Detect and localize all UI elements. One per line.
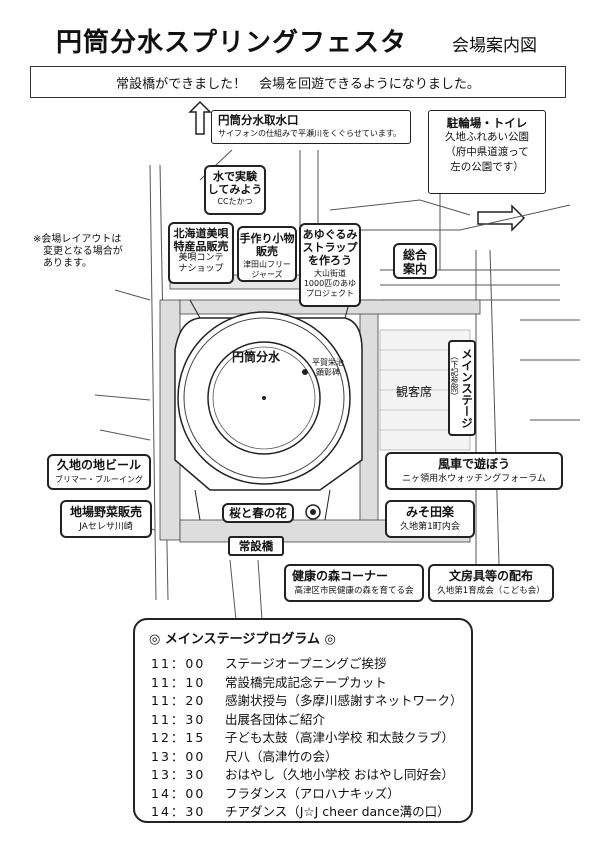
program-item: 13：30 おはやし（久地小学校 おはやし同好会） <box>151 764 454 783</box>
program-time: 14：30 <box>151 804 206 819</box>
program-time: 11：30 <box>151 711 206 727</box>
program-label: チアダンス（J☆J cheer dance溝の口） <box>225 804 450 819</box>
program-label: 尺八（高津竹の会） <box>225 748 338 764</box>
up-arrow-icon <box>188 100 212 135</box>
program-time: 11：20 <box>151 693 206 708</box>
booth-local-beer: 久地の地ビール ブリマー・ブルーイング <box>47 454 151 490</box>
booth-cherry-blossom: 桜と春の花 <box>222 503 294 523</box>
program-item: 11：30 出展各団体ご紹介 <box>151 709 325 728</box>
program-time: 11：00 <box>151 656 206 671</box>
booth-health-forest: 健康の森コーナー 高津区市民健康の森を育てる会 <box>284 564 424 602</box>
booth-hokkaido: 北海道美唄 特産品販売 美唄コンテ ナショップ <box>168 222 234 284</box>
program-item: 11：20 感謝状授与（多摩川感謝すネットワーク） <box>151 690 463 709</box>
announcement-banner: 常設橋ができました！ 会場を回遊できるようになりました。 <box>30 66 566 98</box>
info-desk: 総合 案内 <box>393 243 437 279</box>
program-label: おはやし（久地小学校 おはやし同好会） <box>225 767 454 782</box>
booth-stationery: 文房具等の配布 久地第1育成会（こども会） <box>428 564 554 602</box>
program-time: 13：00 <box>151 748 206 764</box>
program-heading: ◎ メインステージプログラム ◎ <box>149 632 336 647</box>
program-label: 常設橋完成記念テープカット <box>225 674 387 690</box>
program-time: 11：10 <box>151 674 206 690</box>
monument-label: 平賀栄治 顕彰碑 <box>312 358 344 377</box>
booth-water-experiment: 水で実験 してみよう CCたかつ <box>204 165 266 215</box>
booth-ayu-strap: あゆぐるみ ストラップ を作ろう 大山街道 1000匹のあゆ プロジェクト <box>299 223 361 307</box>
booth-craft: 手作り小物 販売 津田山フリー ジャーズ <box>237 226 297 282</box>
program-label: フラダンス（アロハナキッズ） <box>225 785 400 801</box>
layout-note: ※会場レイアウトは 変更となる場合が あります。 <box>33 234 123 269</box>
program-time: 14：00 <box>151 785 206 801</box>
program-item: 14：30 チアダンス（J☆J cheer dance溝の口） <box>151 801 450 820</box>
program-label: 感謝状授与（多摩川感謝すネットワーク） <box>225 693 463 708</box>
program-item: 11：10 常設橋完成記念テープカット <box>151 672 387 691</box>
booth-vegetables: 地場野菜販売 JAセレサ川崎 <box>60 500 152 538</box>
audience-label: 観客席 <box>396 385 433 399</box>
booth-miso-dengaku: みそ田楽 久地第1町内会 <box>385 500 475 538</box>
page-title: 円筒分水スプリングフェスタ <box>56 28 408 58</box>
program-item: 14：00 フラダンス（アロハナキッズ） <box>151 783 400 802</box>
program-item: 11：00 ステージオープニングご挨拶 <box>151 653 387 672</box>
main-stage-box: メインステージ （下記参照） <box>448 340 476 436</box>
program-item: 12：15 子ども太鼓（高津小学校 和太鼓クラブ） <box>151 727 454 746</box>
program-item: 13：00 尺八（高津竹の会） <box>151 746 338 765</box>
program-label: ステージオープニングご挨拶 <box>225 656 387 671</box>
program-time: 12：15 <box>151 730 206 745</box>
bridge-label: 常設橋 <box>228 536 284 556</box>
intake-box: 円筒分水取水口 サイフォンの仕組みで平瀬川をくぐらせています。 <box>211 110 411 144</box>
right-arrow-icon <box>477 204 526 232</box>
page-subtitle: 会場案内図 <box>452 36 537 56</box>
program-time: 13：30 <box>151 767 206 782</box>
booth-pinwheel: 風車で遊ぼう ニヶ領用水ウォッチングフォーラム <box>385 452 563 490</box>
program-label: 出展各団体ご紹介 <box>225 711 326 727</box>
program-label: 子ども太鼓（高津小学校 和太鼓クラブ） <box>225 730 454 745</box>
entsutsu-label: 円筒分水 <box>232 350 281 364</box>
parking-box: 駐輪場・トイレ 久地ふれあい公園 （府中県道渡って 左の公園です） <box>428 110 546 194</box>
